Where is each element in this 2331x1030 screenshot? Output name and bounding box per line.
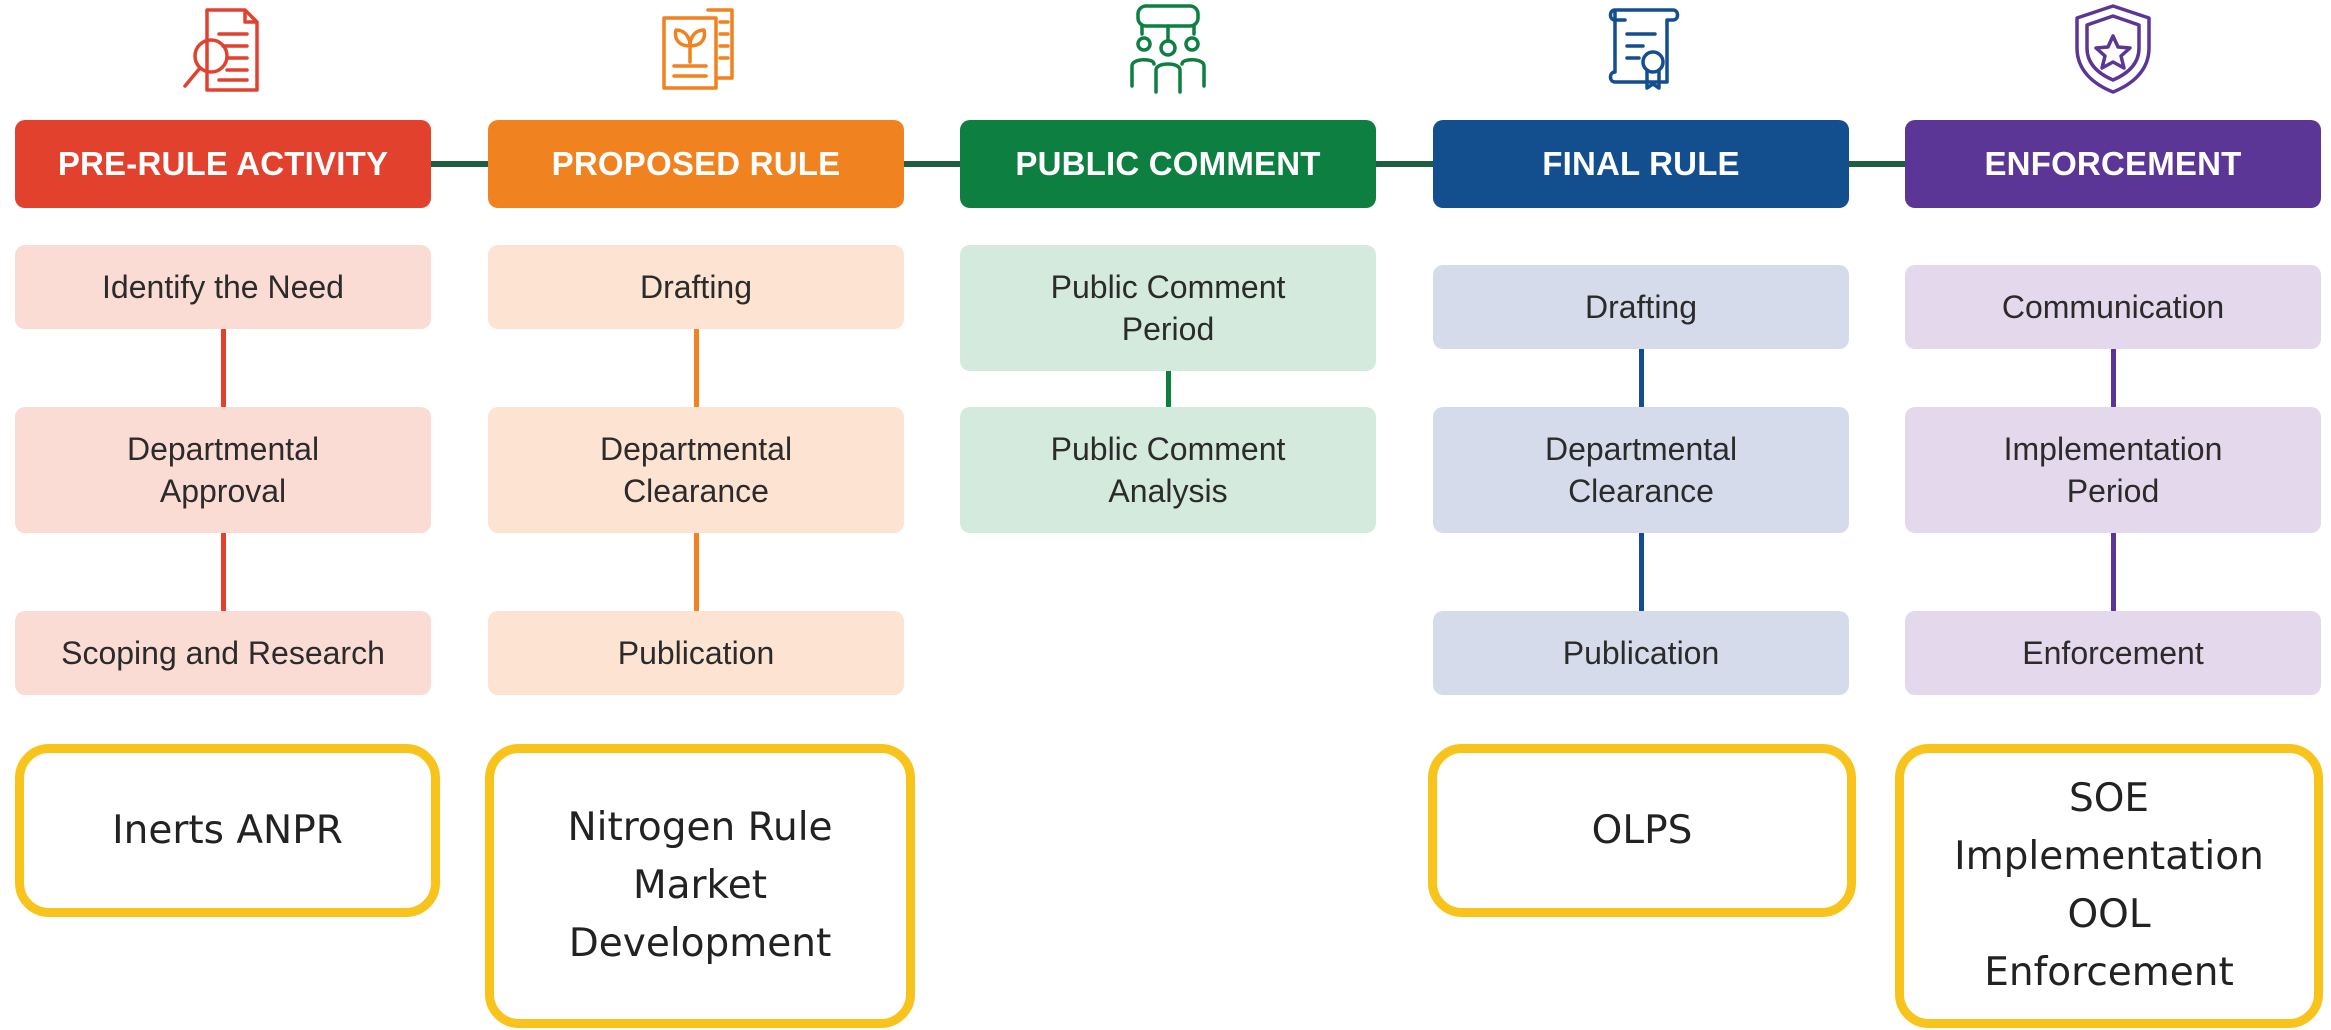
step-connector-line	[221, 533, 226, 611]
stage-header: PUBLIC COMMENT	[960, 120, 1376, 208]
step-box: Departmental Clearance	[1433, 407, 1849, 533]
step-connector-line	[1639, 349, 1644, 407]
shield-star-icon	[2063, 0, 2163, 100]
stage-connector-line	[1376, 161, 1433, 167]
step-connector-line	[221, 329, 226, 407]
stage-header: FINAL RULE	[1433, 120, 1849, 208]
step-connector-line	[2111, 349, 2116, 407]
stage-header: PROPOSED RULE	[488, 120, 904, 208]
step-box: Publication	[488, 611, 904, 695]
step-box: Enforcement	[1905, 611, 2321, 695]
stage-header: ENFORCEMENT	[1905, 120, 2321, 208]
step-box: Implementation Period	[1905, 407, 2321, 533]
project-callout: Inerts ANPR	[15, 744, 440, 917]
step-box: Identify the Need	[15, 245, 431, 329]
step-box: Public Comment Analysis	[960, 407, 1376, 533]
people-discussion-icon	[1118, 0, 1218, 100]
project-callout: SOE Implementation OOL Enforcement	[1895, 744, 2323, 1028]
step-box: Departmental Approval	[15, 407, 431, 533]
step-connector-line	[694, 533, 699, 611]
step-connector-line	[1639, 533, 1644, 611]
project-callout: Nitrogen Rule Market Development	[485, 744, 915, 1028]
step-box: Departmental Clearance	[488, 407, 904, 533]
step-box: Public Comment Period	[960, 245, 1376, 371]
stage-header: PRE-RULE ACTIVITY	[15, 120, 431, 208]
stage-connector-line	[904, 161, 960, 167]
step-connector-line	[694, 329, 699, 407]
certificate-icon	[1591, 0, 1691, 100]
stage-connector-line	[1849, 161, 1905, 167]
stage-connector-line	[431, 161, 488, 167]
step-connector-line	[1166, 371, 1171, 407]
step-box: Drafting	[488, 245, 904, 329]
step-box: Scoping and Research	[15, 611, 431, 695]
plant-document-icon	[646, 0, 746, 100]
step-connector-line	[2111, 533, 2116, 611]
document-search-icon	[173, 0, 273, 100]
step-box: Publication	[1433, 611, 1849, 695]
project-callout: OLPS	[1428, 744, 1856, 917]
step-box: Drafting	[1433, 265, 1849, 349]
step-box: Communication	[1905, 265, 2321, 349]
